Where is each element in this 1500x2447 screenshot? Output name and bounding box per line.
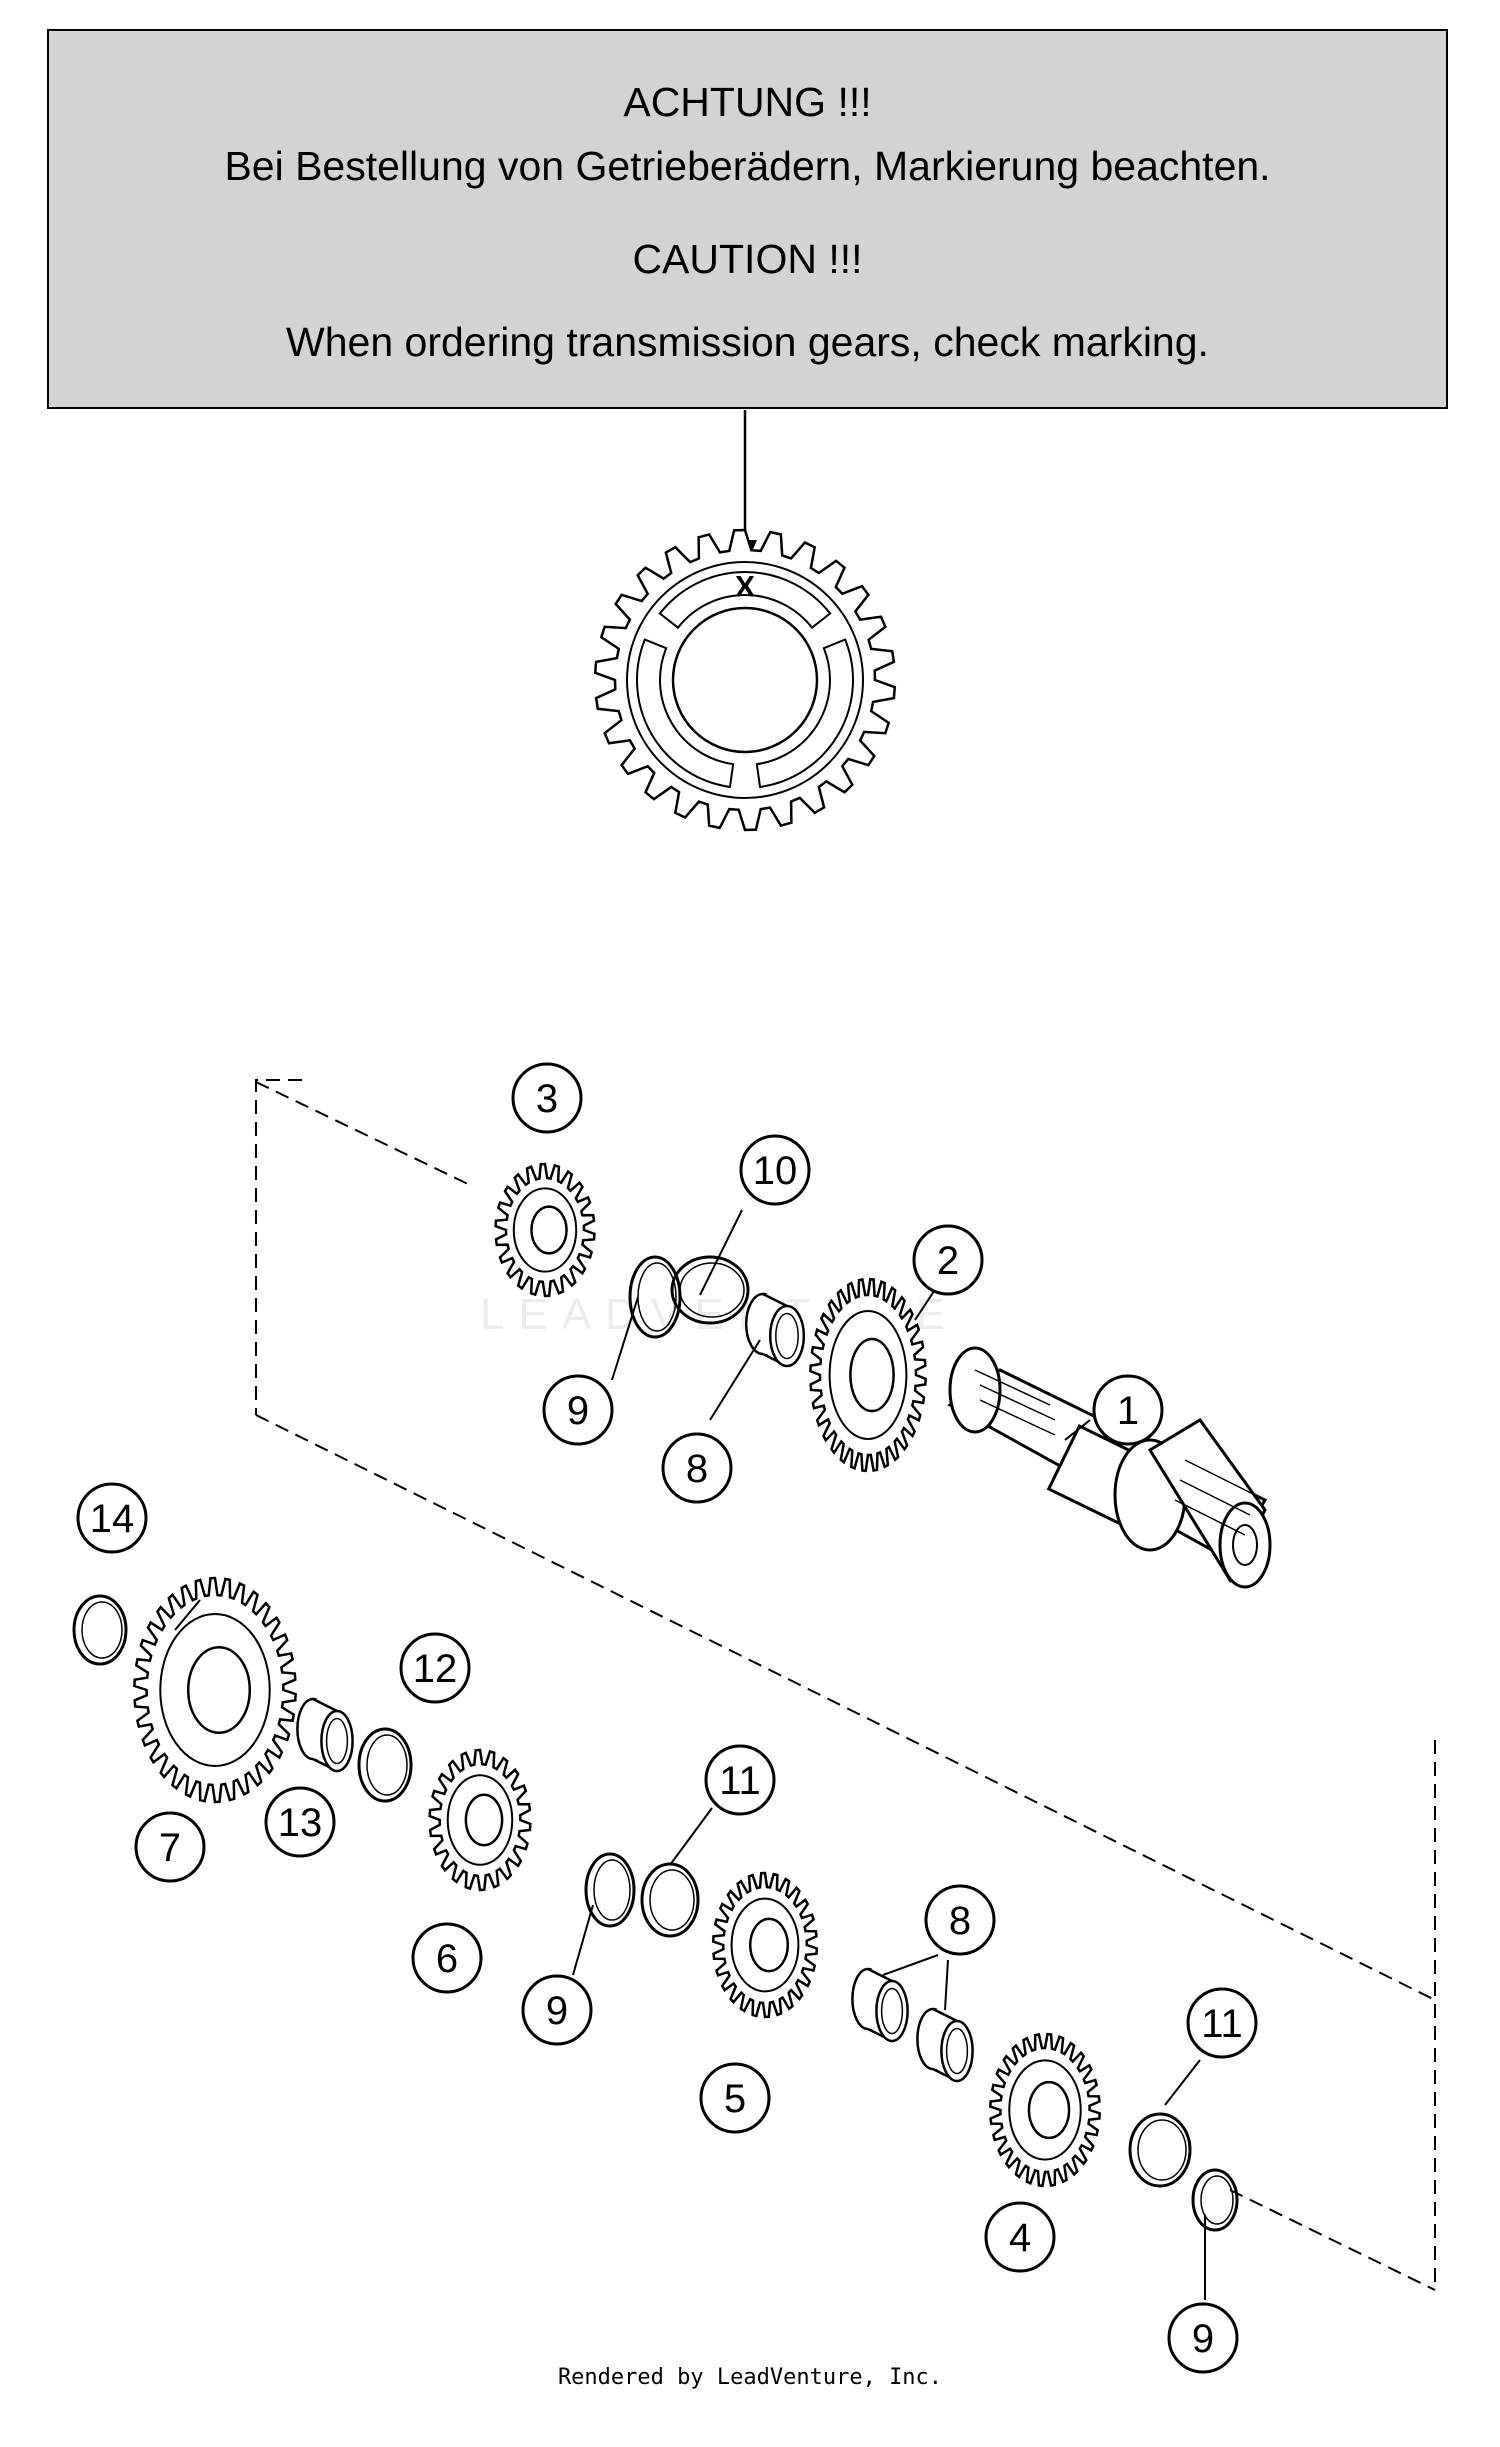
assembly-frame-left xyxy=(255,1079,302,1415)
notice-text-english: When ordering transmission gears, check … xyxy=(286,319,1209,365)
assembly-frame-bottom xyxy=(1229,2189,1436,2291)
gear-2 xyxy=(809,1277,927,1473)
bushing-8a xyxy=(744,1292,806,1368)
washer-14 xyxy=(72,1594,128,1666)
callout-c6: 6 xyxy=(411,1922,483,1994)
bushing-13 xyxy=(296,1697,354,1773)
washer-12 xyxy=(357,1727,413,1803)
callout-number: 8 xyxy=(686,1447,708,1491)
leader-lines xyxy=(174,1209,1206,2300)
footer-credit: Rendered by LeadVenture, Inc. xyxy=(557,2365,943,2390)
callout-number: 4 xyxy=(1009,2216,1031,2260)
marking-x-label: X xyxy=(735,571,755,604)
callout-c5: 5 xyxy=(699,2062,771,2134)
callout-number: 9 xyxy=(1192,2317,1214,2361)
gear-7 xyxy=(133,1576,297,1804)
notice-heading-german: ACHTUNG !!! xyxy=(623,79,872,125)
gear-3 xyxy=(494,1162,596,1298)
callout-number: 13 xyxy=(278,1801,323,1845)
callout-number: 7 xyxy=(159,1826,181,1870)
callout-c14: 14 xyxy=(76,1482,148,1554)
callout-c12: 12 xyxy=(399,1632,471,1704)
callout-number: 8 xyxy=(949,1899,971,1943)
callout-number: 5 xyxy=(724,2077,746,2121)
main-shaft xyxy=(947,1346,1272,1589)
callout-c1: 1 xyxy=(1092,1374,1164,1446)
callout-number: 14 xyxy=(90,1497,135,1541)
callout-c7: 7 xyxy=(134,1811,206,1883)
callout-c8b: 8 xyxy=(924,1884,996,1956)
assembly-gears xyxy=(72,1162,1239,2232)
callout-c2: 2 xyxy=(912,1224,984,1296)
callout-c13: 13 xyxy=(264,1786,336,1858)
bushing-8b xyxy=(851,1967,909,2043)
callout-number: 9 xyxy=(567,1389,589,1433)
washer-11a xyxy=(640,1862,700,1938)
callout-c4: 4 xyxy=(984,2201,1056,2273)
callout-c10: 10 xyxy=(739,1134,811,1206)
callout-number: 11 xyxy=(1201,2002,1243,2046)
callout-number: 9 xyxy=(546,1989,568,2033)
gear-5 xyxy=(711,1871,819,2019)
bushing-8c xyxy=(916,2007,974,2083)
caution-notice-box: ACHTUNG !!! Bei Bestellung von Getrieber… xyxy=(47,29,1448,409)
callout-c9a: 9 xyxy=(542,1374,614,1446)
callout-number: 6 xyxy=(436,1937,458,1981)
washer-11b xyxy=(1128,2112,1192,2188)
callout-number: 11 xyxy=(719,1759,761,1803)
callout-number: 1 xyxy=(1117,1389,1139,1433)
notice-heading-english: CAUTION !!! xyxy=(632,236,863,282)
circlip-9b xyxy=(584,1852,636,1928)
callout-c8a: 8 xyxy=(661,1432,733,1504)
callout-number: 12 xyxy=(413,1647,458,1691)
ring-10 xyxy=(670,1255,750,1325)
marking-gear-illustration xyxy=(593,528,897,832)
assembly-frame-top xyxy=(255,1081,471,1186)
callout-c9c: 9 xyxy=(1167,2302,1239,2374)
callout-c9b: 9 xyxy=(521,1974,593,2046)
callout-c11a: 11 xyxy=(704,1744,776,1816)
callout-c3: 3 xyxy=(511,1062,583,1134)
gear-6 xyxy=(428,1748,532,1892)
callout-number: 3 xyxy=(536,1077,558,1121)
callout-c11b: 11 xyxy=(1186,1987,1258,2059)
callout-number: 2 xyxy=(937,1239,959,1283)
gear-4 xyxy=(988,2032,1102,2188)
notice-text-german: Bei Bestellung von Getrieberädern, Marki… xyxy=(224,143,1271,189)
circlip-9c xyxy=(1191,2168,1239,2232)
callout-number: 10 xyxy=(753,1149,798,1193)
